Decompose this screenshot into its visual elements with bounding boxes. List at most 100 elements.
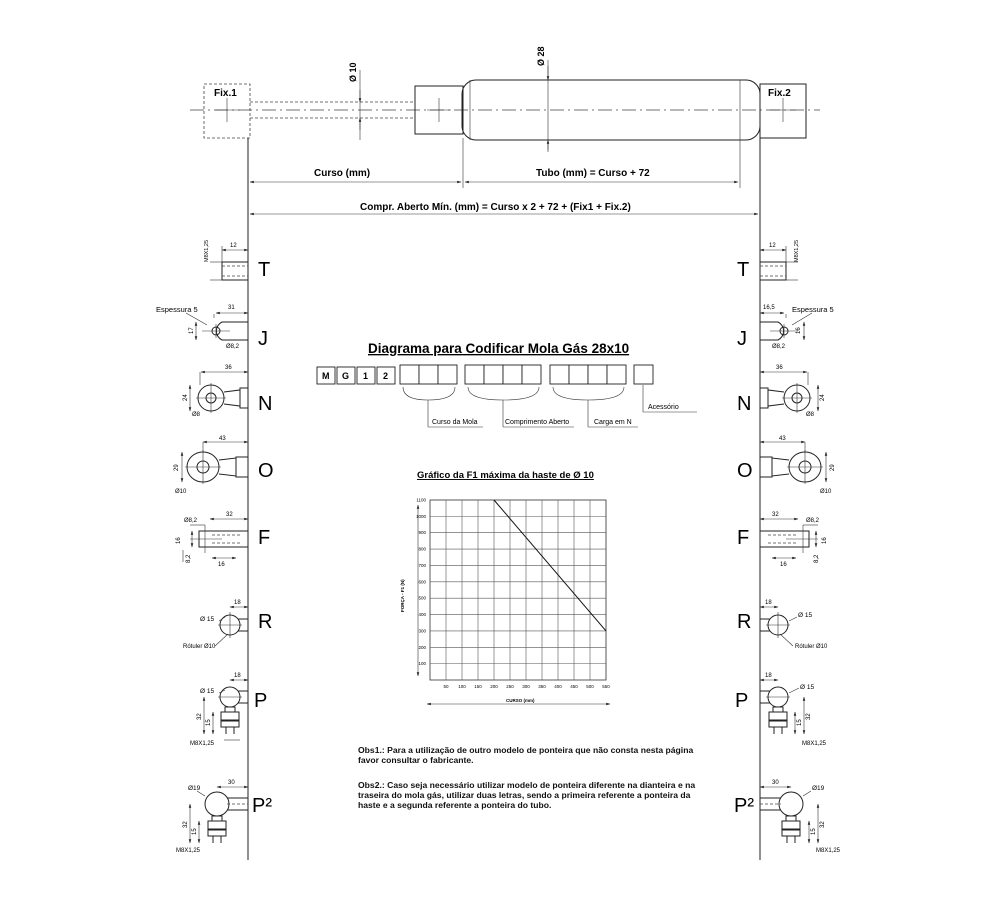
p2-right-h1: 32 [820, 821, 826, 828]
fitting-letters: T J N O F R P P² T J N O F R P P² [252, 259, 754, 817]
chart-x-tick: 350 [538, 684, 546, 689]
chart-xlabel: CURSO (mm) [506, 698, 535, 703]
letter-r-left: R [258, 611, 272, 633]
n-left-hole: Ø8 [192, 412, 201, 418]
chart-x-tick: 300 [522, 684, 530, 689]
chart-x-tick: 50 [443, 684, 449, 689]
letter-o-left: O [258, 460, 274, 482]
code-boxes [316, 364, 697, 428]
letter-o-right: O [737, 460, 753, 482]
chart-y-tick: 600 [418, 579, 426, 584]
note-obs2: Obs2.: Caso seja necessário utilizar mod… [358, 780, 696, 810]
p-left-width: 18 [234, 673, 241, 679]
j-right-hole: Ø8,2 [772, 344, 786, 350]
chart-x-tick: 550 [602, 684, 610, 689]
chart-series-line [493, 499, 607, 632]
curso-label: Curso (mm) [314, 168, 370, 179]
p-right-width: 18 [765, 673, 772, 679]
j-right-width: 16,5 [763, 305, 775, 311]
p-left-h2: 15 [206, 719, 212, 726]
p-left-ball: Ø 15 [200, 688, 214, 695]
letter-p-right: P [735, 690, 748, 712]
gas-spring-drawing [190, 60, 820, 152]
fitting-t-left [210, 246, 249, 281]
p2-left-width: 30 [228, 780, 235, 786]
fitting-o-right [759, 440, 828, 484]
letter-p2-left: P² [252, 795, 272, 817]
chart-y-tick: 500 [418, 596, 426, 601]
code-label-carga: Carga em N [594, 419, 632, 426]
fitting-r-right [759, 605, 798, 647]
p2-right-width: 30 [772, 780, 779, 786]
chart-x-tick: 100 [458, 684, 466, 689]
tubo-label: Tubo (mm) = Curso + 72 [536, 168, 650, 179]
p2-left-thread: M8X1,25 [176, 848, 201, 854]
p-right-thread: M8X1,25 [802, 741, 827, 747]
f-right-a: 8,2 [814, 554, 820, 563]
letter-j-right: J [737, 328, 747, 350]
letter-f-left: F [258, 527, 270, 549]
f-right-b: 16 [780, 562, 787, 568]
letter-n-right: N [737, 393, 751, 415]
letter-f-right: F [737, 527, 749, 549]
t-right-width: 12 [769, 243, 776, 249]
p2-right-ball: Ø19 [812, 785, 825, 792]
chart-x-tick: 150 [474, 684, 482, 689]
o-right-width: 43 [779, 436, 786, 442]
letter-p-left: P [254, 690, 267, 712]
f-left-b: 16 [218, 562, 225, 568]
fitting-f-right [759, 517, 818, 560]
o-right-hole: Ø10 [820, 489, 832, 495]
r-left-label: Rótuler Ø10 [183, 644, 216, 650]
rod-diameter-label: Ø 10 [348, 62, 358, 82]
j-left-hole: Ø8,2 [226, 344, 240, 350]
f-left-a: 8,2 [186, 554, 192, 563]
chart-x-tick: 450 [570, 684, 578, 689]
p2-left-ball: Ø19 [188, 785, 201, 792]
r-left-width: 18 [234, 600, 241, 606]
chart-y-tick: 800 [418, 547, 426, 552]
r-right-ball: Ø 15 [798, 612, 812, 619]
fitting-f-left [182, 517, 249, 562]
f-right-hole: Ø8,2 [806, 518, 820, 524]
chart-ylabel: FORÇA - F1 (N) [400, 579, 405, 612]
chart-x-tick: 500 [586, 684, 594, 689]
chart-x-tick: 250 [506, 684, 514, 689]
j-right-thick: Espessura 5 [792, 305, 834, 314]
chart-y-tick: 1100 [416, 498, 426, 503]
chart-x-tick: 200 [490, 684, 498, 689]
letter-t-left: T [258, 259, 270, 281]
fitting-t-right [759, 246, 798, 281]
f-left-height: 16 [176, 537, 182, 544]
code-prefix-2: 2 [383, 371, 388, 381]
n-right-hole: Ø8 [806, 412, 815, 418]
fix1-box [203, 83, 251, 139]
r-left-ball: Ø 15 [200, 616, 214, 623]
p-right-h2: 15 [797, 719, 803, 726]
p-right-ball: Ø 15 [800, 684, 814, 691]
chart-y-tick: 100 [418, 661, 426, 666]
n-right-width: 36 [776, 365, 783, 371]
fitting-n-left [188, 370, 249, 413]
chart-title: Gráfico da F1 máxima da haste de Ø 10 [417, 470, 594, 481]
code-prefix-1: 1 [363, 371, 368, 381]
j-left-width: 31 [228, 305, 235, 311]
fitting-j-left [185, 311, 249, 341]
o-left-width: 43 [219, 436, 226, 442]
letter-n-left: N [258, 393, 272, 415]
o-left-hole: Ø10 [175, 489, 187, 495]
p-left-thread: M8X1,25 [190, 741, 215, 747]
p-left-h1: 32 [197, 713, 203, 720]
letter-p2-right: P² [734, 795, 754, 817]
fitting-p2-left [188, 785, 249, 844]
j-right-height: 16 [796, 327, 802, 334]
t-left-width: 12 [230, 243, 237, 249]
chart-y-tick: 200 [418, 645, 426, 650]
chart-y-tick: 400 [418, 612, 426, 617]
n-left-height: 24 [183, 394, 189, 401]
t-right-thread: M8X1,25 [794, 240, 800, 262]
f-left-width: 32 [226, 512, 233, 518]
fitting-j-right [759, 311, 813, 341]
